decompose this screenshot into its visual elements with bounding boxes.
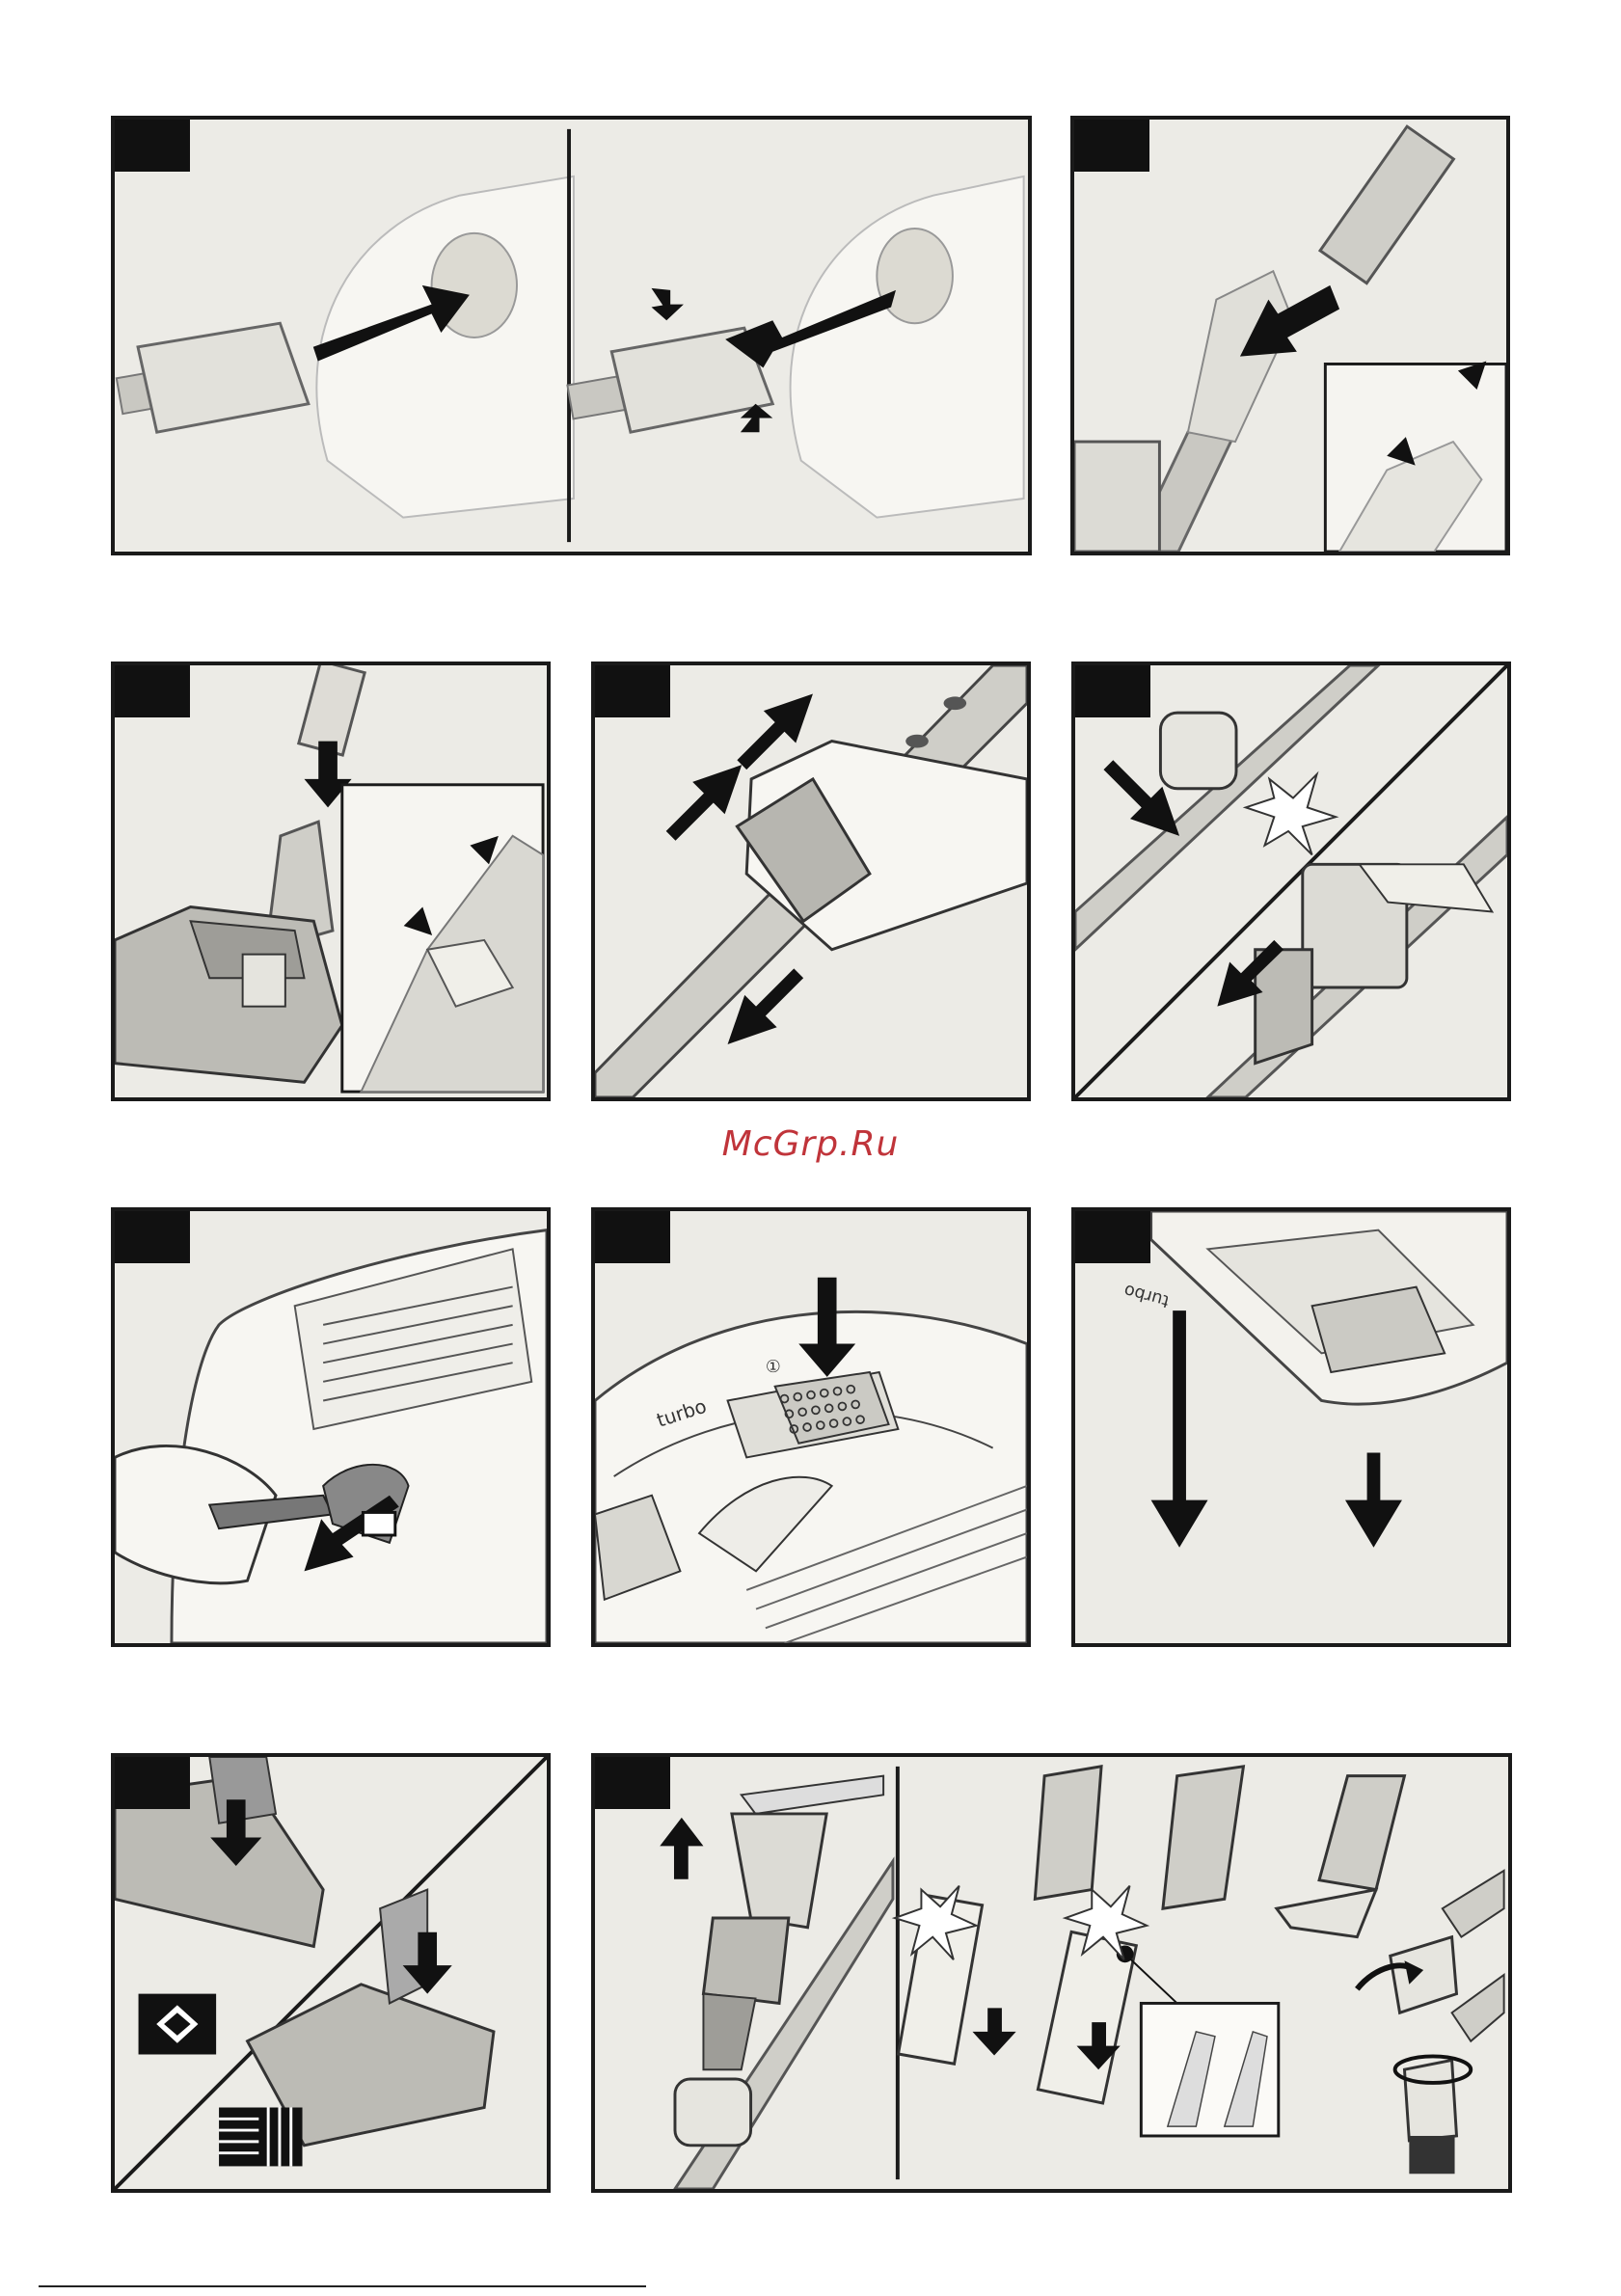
step-number-tab bbox=[595, 1211, 670, 1263]
panel-hose-insert bbox=[111, 116, 1032, 555]
floor-nozzle-illustration bbox=[115, 665, 547, 1097]
floor-type-illustration bbox=[115, 1757, 547, 2189]
panel-floor-type bbox=[111, 1753, 551, 2193]
watermark-text: McGrp.Ru bbox=[0, 1124, 1621, 1164]
power-symbol: ① bbox=[766, 1358, 781, 1377]
panel-cord-pull bbox=[111, 1207, 551, 1647]
panel-floor-nozzle bbox=[111, 662, 551, 1101]
telescopic-tube-illustration bbox=[595, 665, 1027, 1097]
panel-tube-connect bbox=[1070, 116, 1510, 555]
turbo-label: turbo bbox=[1122, 1280, 1172, 1310]
step-number-tab bbox=[1074, 120, 1149, 172]
hard-floor-icon bbox=[219, 2108, 302, 2167]
step-number-tab bbox=[595, 665, 670, 717]
panel-nozzle-setting: turbo bbox=[1071, 1207, 1511, 1647]
step-number-tab bbox=[1075, 665, 1150, 717]
tube-connect-illustration bbox=[1074, 120, 1506, 552]
panel-power-control: turbo ① bbox=[591, 1207, 1031, 1647]
nozzle-setting-illustration: turbo bbox=[1075, 1211, 1507, 1643]
step-number-tab bbox=[115, 1211, 190, 1263]
step-number-tab bbox=[595, 1757, 670, 1809]
step-number-tab bbox=[115, 1757, 190, 1809]
panel-accessories bbox=[591, 1753, 1512, 2193]
step-number-tab bbox=[115, 120, 190, 172]
step-number-tab bbox=[115, 665, 190, 717]
panel-tube-release bbox=[1071, 662, 1511, 1101]
accessories-illustration bbox=[595, 1757, 1508, 2189]
carpet-icon bbox=[139, 1994, 217, 2055]
brush-tool bbox=[1277, 1776, 1504, 2174]
tube-release-illustration bbox=[1075, 665, 1507, 1097]
step-number-tab bbox=[1075, 1211, 1150, 1263]
power-control-illustration: turbo ① bbox=[595, 1211, 1027, 1643]
panel-telescopic-tube bbox=[591, 662, 1031, 1101]
hose-insert-illustration bbox=[115, 120, 1028, 552]
footer-rule bbox=[39, 2285, 646, 2287]
cord-pull-illustration bbox=[115, 1211, 547, 1643]
